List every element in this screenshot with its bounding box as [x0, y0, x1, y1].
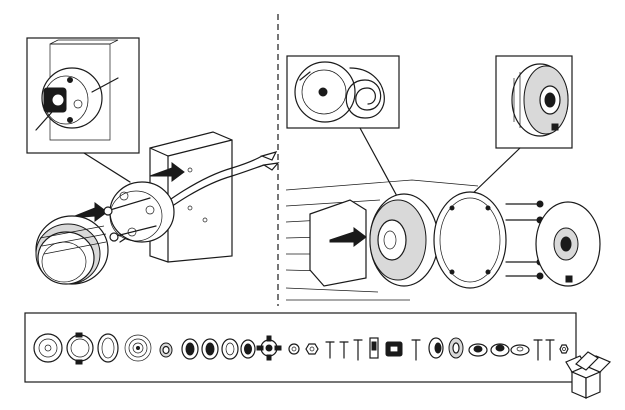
left-panel [27, 38, 278, 284]
oval-ring-icon [98, 334, 118, 362]
flat-mount-icon [511, 345, 529, 355]
woofer-wiring-inset [287, 56, 399, 128]
nut-icon [306, 344, 318, 354]
surface-tweeter [36, 216, 108, 284]
tweeter-cup-icon [429, 338, 443, 358]
spacer-ring-icon [241, 340, 255, 358]
surface-mount-icon [491, 344, 509, 356]
woofer-speaker [370, 194, 438, 286]
nut-icon [560, 345, 568, 353]
spacer-ring-icon [202, 339, 218, 359]
flush-mount-icon [469, 344, 487, 356]
tweeter-ring-icon [449, 338, 463, 358]
plate-icon [386, 342, 402, 356]
mount-cup [110, 182, 174, 242]
coil-icon [125, 335, 151, 361]
woofer-icon [34, 334, 62, 362]
washer-icon [289, 344, 299, 354]
parts-strip [25, 313, 576, 382]
tweeter-inset-detail [27, 38, 139, 153]
spacer-ring-icon [182, 339, 198, 359]
clip-icon [370, 338, 378, 358]
assembled-tweeter-inset [496, 56, 572, 148]
right-panel [286, 56, 600, 300]
open-box-icon [566, 352, 610, 398]
grille-ring [434, 192, 506, 288]
cover-grille [536, 202, 600, 286]
grommet-icon [160, 343, 172, 357]
spacer-ring-icon [222, 339, 238, 359]
